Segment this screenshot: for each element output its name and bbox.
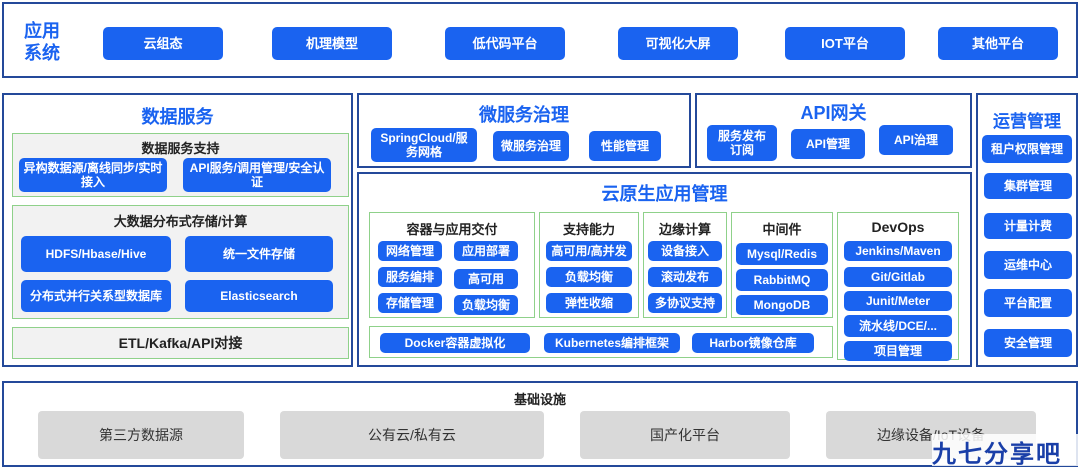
microservice-governance-button[interactable]: 微服务治理: [493, 131, 569, 161]
operations-title: 运营管理: [993, 112, 1061, 131]
high-availability-button[interactable]: 高可用: [454, 269, 518, 289]
harbor-button[interactable]: Harbor镜像仓库: [692, 333, 814, 353]
ops-center-button[interactable]: 运维中心: [984, 251, 1072, 279]
watermark-logo: 九七分享吧: [932, 434, 1078, 468]
middleware-group: 中间件 Mysql/Redis RabbitMQ MongoDB: [731, 212, 833, 318]
metering-billing-button[interactable]: 计量计费: [984, 213, 1072, 239]
api-service-button[interactable]: API服务/调用管理/安全认证: [183, 158, 331, 192]
app-btn-mechanism-model[interactable]: 机理模型: [272, 27, 392, 60]
docker-button[interactable]: Docker容器虚拟化: [380, 333, 530, 353]
api-gateway-title: API网关: [800, 103, 867, 123]
api-governance-button[interactable]: API治理: [879, 125, 953, 155]
data-service-support-title: 数据服务支持: [141, 141, 220, 156]
mongodb-button[interactable]: MongoDB: [736, 295, 828, 315]
app-btn-other[interactable]: 其他平台: [938, 27, 1058, 60]
elasticsearch-button[interactable]: Elasticsearch: [185, 280, 333, 312]
edge-computing-group: 边缘计算 设备接入 滚动发布 多协议支持: [643, 212, 727, 318]
multi-protocol-button[interactable]: 多协议支持: [648, 293, 722, 313]
rolling-release-button[interactable]: 滚动发布: [648, 267, 722, 287]
ha-concurrency-button[interactable]: 高可用/高并发: [546, 241, 632, 261]
data-service-panel: 数据服务 数据服务支持 异构数据源/离线同步/实时接入 API服务/调用管理/安…: [2, 93, 353, 367]
device-access-button[interactable]: 设备接入: [648, 241, 722, 261]
distributed-db-button[interactable]: 分布式并行关系型数据库: [21, 280, 171, 312]
support-capability-group: 支持能力 高可用/高并发 负载均衡 弹性收缩: [539, 212, 639, 318]
platform-config-button[interactable]: 平台配置: [984, 289, 1072, 317]
performance-mgmt-button[interactable]: 性能管理: [589, 131, 661, 161]
support-capability-title: 支持能力: [562, 222, 615, 237]
edge-computing-title: 边缘计算: [658, 222, 711, 237]
public-private-cloud-box[interactable]: 公有云/私有云: [280, 411, 544, 459]
pipeline-dce-button[interactable]: 流水线/DCE/...: [844, 315, 952, 337]
data-service-title: 数据服务: [141, 107, 214, 127]
app-btn-dashboard[interactable]: 可视化大屏: [618, 27, 738, 60]
etl-bar: ETL/Kafka/API对接: [12, 327, 349, 359]
jenkins-maven-button[interactable]: Jenkins/Maven: [844, 241, 952, 261]
bigdata-storage-group: 大数据分布式存储/计算 HDFS/Hbase/Hive 统一文件存储 分布式并行…: [12, 205, 349, 319]
api-gateway-panel: API网关 服务发布订阅 API管理 API治理: [695, 93, 972, 168]
service-orchestration-button[interactable]: 服务编排: [378, 267, 442, 287]
app-title-line2: 系统: [24, 43, 60, 63]
cloud-native-panel: 云原生应用管理 容器与应用交付 网络管理 应用部署 服务编排 高可用 存储管理 …: [357, 172, 972, 367]
container-platform-bar: Docker容器虚拟化 Kubernetes编排框架 Harbor镜像仓库: [369, 326, 833, 358]
infrastructure-title: 基础设施: [513, 392, 566, 407]
support-load-balance-button[interactable]: 负载均衡: [546, 267, 632, 287]
devops-title: DevOps: [871, 219, 925, 235]
container-delivery-group: 容器与应用交付 网络管理 应用部署 服务编排 高可用 存储管理 负载均衡: [369, 212, 535, 318]
springcloud-button[interactable]: SpringCloud/服务网格: [371, 128, 477, 162]
hetero-datasource-button[interactable]: 异构数据源/离线同步/实时接入: [19, 158, 167, 192]
app-btn-cloud-config[interactable]: 云组态: [103, 27, 223, 60]
security-mgmt-button[interactable]: 安全管理: [984, 329, 1072, 357]
app-deploy-button[interactable]: 应用部署: [454, 241, 518, 261]
microservice-title: 微服务治理: [479, 105, 569, 125]
cluster-mgmt-button[interactable]: 集群管理: [984, 173, 1072, 199]
third-party-datasource-box[interactable]: 第三方数据源: [38, 411, 244, 459]
load-balance-button[interactable]: 负载均衡: [454, 295, 518, 315]
operations-panel: 运营管理 租户权限管理 集群管理 计量计费 运维中心 平台配置 安全管理: [976, 93, 1078, 367]
container-delivery-title: 容器与应用交付: [406, 222, 498, 237]
rabbitmq-button[interactable]: RabbitMQ: [736, 269, 828, 291]
hdfs-button[interactable]: HDFS/Hbase/Hive: [21, 236, 171, 272]
app-title-line1: 应用: [24, 21, 60, 41]
kubernetes-button[interactable]: Kubernetes编排框架: [544, 333, 680, 353]
app-system-title: 应用 系统: [24, 20, 84, 64]
app-btn-lowcode[interactable]: 低代码平台: [445, 27, 565, 60]
mysql-redis-button[interactable]: Mysql/Redis: [736, 243, 828, 265]
app-system-layer: 应用 系统 云组态 机理模型 低代码平台 可视化大屏 IOT平台 其他平台: [2, 2, 1078, 78]
cloud-native-title: 云原生应用管理: [601, 184, 728, 204]
domestic-platform-box[interactable]: 国产化平台: [580, 411, 790, 459]
app-btn-iot[interactable]: IOT平台: [785, 27, 905, 60]
etl-label: ETL/Kafka/API对接: [118, 335, 243, 351]
microservice-panel: 微服务治理 SpringCloud/服务网格 微服务治理 性能管理: [357, 93, 691, 168]
network-mgmt-button[interactable]: 网络管理: [378, 241, 442, 261]
elastic-scaling-button[interactable]: 弹性收缩: [546, 293, 632, 313]
storage-mgmt-button[interactable]: 存储管理: [378, 293, 442, 313]
infrastructure-panel: 基础设施 第三方数据源 公有云/私有云 国产化平台 边缘设备/IoT设备: [2, 381, 1078, 467]
devops-group: DevOps Jenkins/Maven Git/Gitlab Junit/Me…: [837, 212, 959, 361]
bigdata-storage-title: 大数据分布式存储/计算: [113, 214, 248, 229]
data-service-support-group: 数据服务支持 异构数据源/离线同步/实时接入 API服务/调用管理/安全认证: [12, 133, 349, 197]
tenant-permission-button[interactable]: 租户权限管理: [982, 135, 1072, 163]
middleware-title: 中间件: [762, 222, 802, 237]
api-management-button[interactable]: API管理: [791, 129, 865, 159]
service-publish-button[interactable]: 服务发布订阅: [707, 125, 777, 161]
project-mgmt-button[interactable]: 项目管理: [844, 341, 952, 361]
unified-file-storage-button[interactable]: 统一文件存储: [185, 236, 333, 272]
junit-meter-button[interactable]: Junit/Meter: [844, 291, 952, 311]
git-gitlab-button[interactable]: Git/Gitlab: [844, 267, 952, 287]
